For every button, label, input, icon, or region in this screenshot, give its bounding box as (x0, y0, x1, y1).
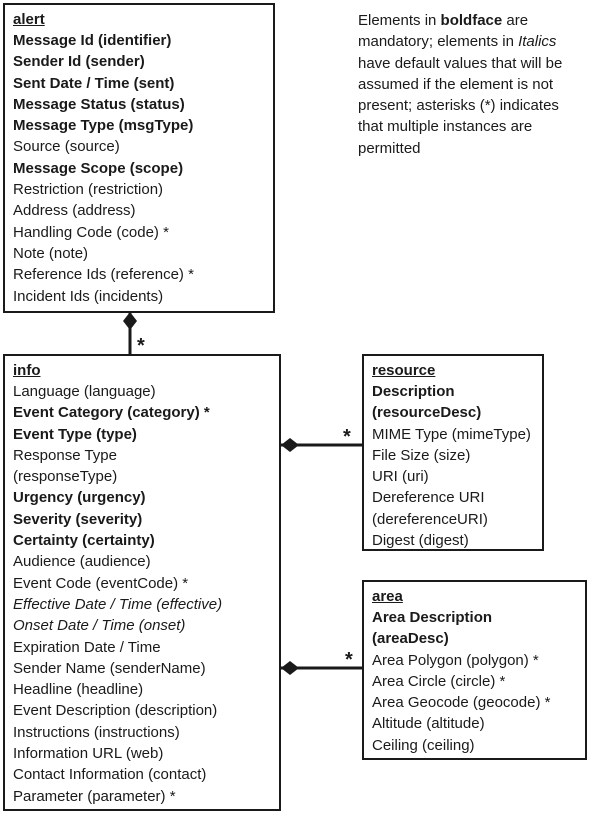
info-attributes: Language (language) Event Category (categ… (13, 381, 279, 807)
info-attribute: Sender Name (senderName) (13, 659, 206, 677)
legend-note: Elements in boldface are mandatory; elem… (358, 10, 588, 159)
resource-attribute: Dereference URI (372, 489, 485, 507)
alert-attribute: Message Id (identifier) (13, 32, 172, 49)
alert-attribute: Address (address) (13, 202, 136, 220)
info-attribute: Urgency (urgency) (13, 489, 146, 507)
area-attribute: Area Polygon (polygon) * (372, 651, 539, 669)
alert-attribute: Handling Code (code) * (13, 223, 169, 241)
resource-attribute: Digest (digest) (372, 532, 469, 550)
info-attribute: Onset Date / Time (onset) (13, 617, 186, 635)
alert-attribute: Sender Id (sender) (13, 53, 145, 71)
alert-class-box: alert Message Id (identifier) Sender Id (… (3, 3, 275, 313)
area-attribute: Area Description (372, 609, 493, 626)
info-area-diamond (281, 661, 299, 675)
resource-attribute: (dereferenceURI) (372, 510, 488, 528)
alert-attribute: Incident Ids (incidents) (13, 287, 164, 305)
alert-attribute: Source (source) (13, 138, 120, 156)
alert-attribute: Note (note) (13, 244, 89, 262)
info-attribute: Event Description (description) (13, 702, 218, 720)
area-class-box: area Area Description (areaDesc) Area Poly… (362, 580, 587, 760)
info-area-multiplicity: * (345, 649, 353, 671)
alert-info-diamond (123, 312, 137, 330)
info-attribute: Language (language) (13, 383, 156, 400)
resource-attribute: Description (372, 383, 455, 400)
info-attribute: Event Code (eventCode) * (13, 574, 189, 592)
alert-attribute: Message Scope (scope) (13, 159, 184, 177)
area-attribute: (areaDesc) (372, 630, 449, 648)
alert-attribute: Restriction (restriction) (13, 181, 164, 199)
area-attribute: Area Geocode (geocode) * (372, 694, 551, 712)
info-attribute: Event Type (type) (13, 425, 137, 443)
resource-attribute: (resourceDesc) (372, 404, 482, 422)
info-resource-diamond (281, 438, 299, 452)
info-attribute: Audience (audience) (13, 553, 151, 571)
info-attribute: Event Category (category) * (13, 404, 210, 422)
alert-attribute: Message Status (status) (13, 95, 185, 113)
note-italic-word: Italics (518, 33, 557, 51)
resource-class-box: resource Description (resourceDesc) MIME T… (362, 354, 544, 551)
info-attribute: Headline (headline) (13, 681, 144, 699)
resource-attribute: MIME Type (mimeType) (372, 425, 531, 443)
info-resource-multiplicity: * (343, 426, 351, 448)
info-attribute: (responseType) (13, 468, 118, 486)
resource-attribute: File Size (size) (372, 446, 471, 464)
alert-attribute: Reference Ids (reference) * (13, 266, 194, 284)
alert-attribute: Sent Date / Time (sent) (13, 74, 175, 92)
note-bold-word: boldface (440, 12, 503, 29)
resource-attribute: URI (uri) (372, 468, 429, 486)
note-text-2: are mandatory; elements in (358, 12, 529, 51)
alert-info-multiplicity: * (137, 335, 145, 357)
info-attribute: Severity (severity) (13, 510, 143, 528)
note-text-3: have default values that will be assumed… (358, 54, 563, 157)
area-attribute: Ceiling (ceiling) (372, 736, 475, 754)
resource-title: resource (372, 362, 436, 379)
area-title: area (372, 588, 403, 605)
info-attribute: Effective Date / Time (effective) (13, 595, 223, 613)
info-attribute: Certainty (certainty) (13, 532, 155, 550)
info-attribute: Expiration Date / Time (13, 638, 161, 656)
alert-title: alert (13, 11, 45, 28)
alert-attribute: Message Type (msgType) (13, 117, 194, 135)
info-class-box: info Language (language) Event Category (… (3, 354, 281, 811)
area-attributes: Area Description (areaDesc) Area Polygon (… (372, 607, 585, 756)
resource-attributes: Description (resourceDesc) MIME Type (mime… (372, 381, 542, 551)
info-attribute: Instructions (instructions) (13, 723, 180, 741)
area-attribute: Altitude (altitude) (372, 715, 485, 733)
alert-attributes: Message Id (identifier) Sender Id (sender… (13, 30, 273, 307)
info-attribute: Response Type (13, 446, 117, 464)
info-attribute: Information URL (web) (13, 745, 164, 763)
area-attribute: Area Circle (circle) * (372, 672, 506, 690)
info-attribute: Parameter (parameter) * (13, 787, 176, 805)
info-title: info (13, 362, 41, 379)
note-text-1: Elements in (358, 12, 441, 29)
info-attribute: Contact Information (contact) (13, 766, 207, 784)
